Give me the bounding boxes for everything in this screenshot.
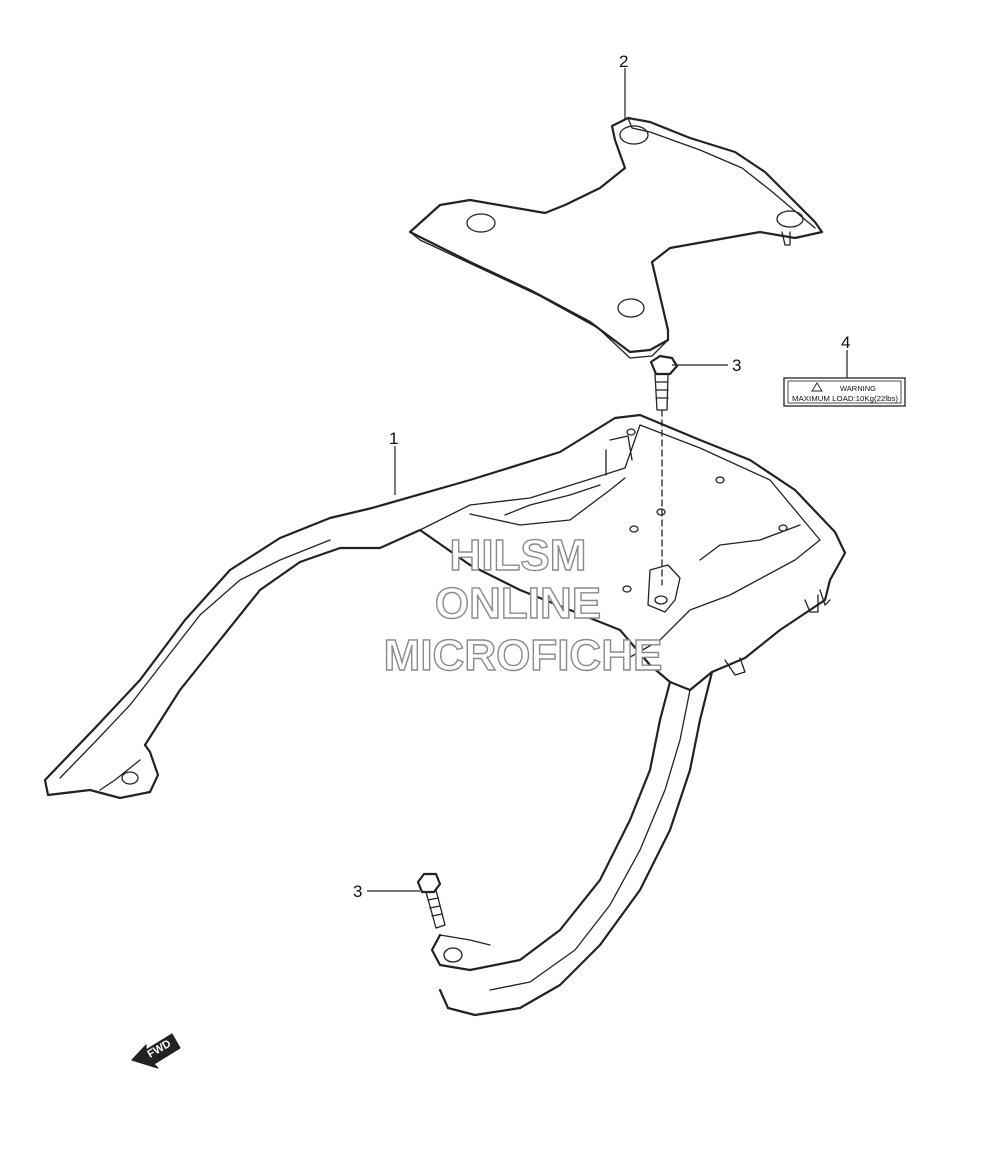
- watermark-line-3: MICROFICHE: [384, 631, 663, 680]
- bolt-lower-part: [416, 872, 446, 929]
- warning-heading: WARNING: [840, 384, 876, 393]
- bolt-upper-part: [649, 354, 679, 586]
- callout-3-upper: 3: [732, 356, 741, 375]
- warning-label-part: WARNING MAXIMUM LOAD:10Kg(22lbs): [783, 377, 906, 407]
- callout-4: 4: [841, 333, 850, 352]
- callout-3-lower: 3: [353, 882, 362, 901]
- rear-carrier-frame-part: [43, 413, 847, 1017]
- fwd-direction-arrow-icon: FWD: [131, 1033, 181, 1069]
- watermark-line-1: HILSM: [450, 531, 587, 580]
- warning-triangle-icon: [811, 382, 823, 392]
- carrier-plate-part: [408, 116, 824, 359]
- watermark: HILSM ONLINE MICROFICHE: [383, 530, 663, 680]
- watermark-line-2: ONLINE: [435, 579, 601, 628]
- callout-1: 1: [389, 429, 398, 448]
- warning-text: MAXIMUM LOAD:10Kg(22lbs): [792, 394, 899, 403]
- callout-leaders: [367, 68, 848, 892]
- callout-2: 2: [619, 52, 628, 71]
